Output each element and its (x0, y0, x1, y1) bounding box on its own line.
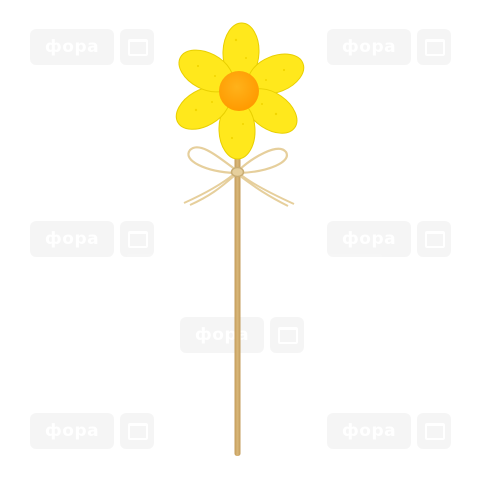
flower-head (175, 22, 305, 160)
raffia-bow (183, 146, 295, 207)
bow-knot (230, 166, 245, 178)
bow-left-loop (187, 146, 238, 175)
flower-center (219, 71, 259, 111)
felt-texture (194, 38, 286, 140)
bow-right-loop (237, 147, 288, 175)
bow-right-tail (239, 173, 295, 207)
bow-left-tail (183, 173, 235, 206)
wooden-stick (234, 150, 241, 456)
